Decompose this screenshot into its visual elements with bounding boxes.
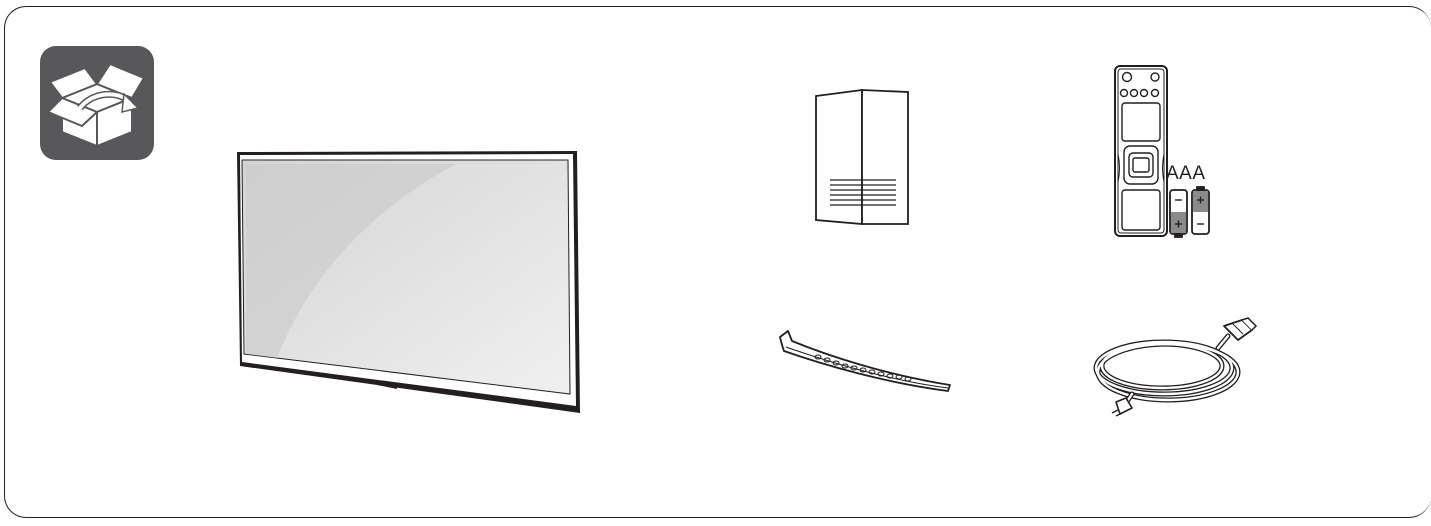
remote-control-illustration: [1114, 65, 1168, 237]
batteries-illustration: [1169, 186, 1210, 238]
battery-type-label: AAA: [1166, 163, 1206, 184]
cable-holder-illustration: [779, 330, 951, 392]
unboxing-icon: [40, 46, 154, 160]
power-cord-illustration: [1093, 317, 1258, 417]
open-box-icon: [47, 63, 145, 147]
tv-illustration: [237, 151, 580, 413]
content-frame: [4, 6, 1431, 518]
owners-manual-illustration: [815, 88, 909, 225]
